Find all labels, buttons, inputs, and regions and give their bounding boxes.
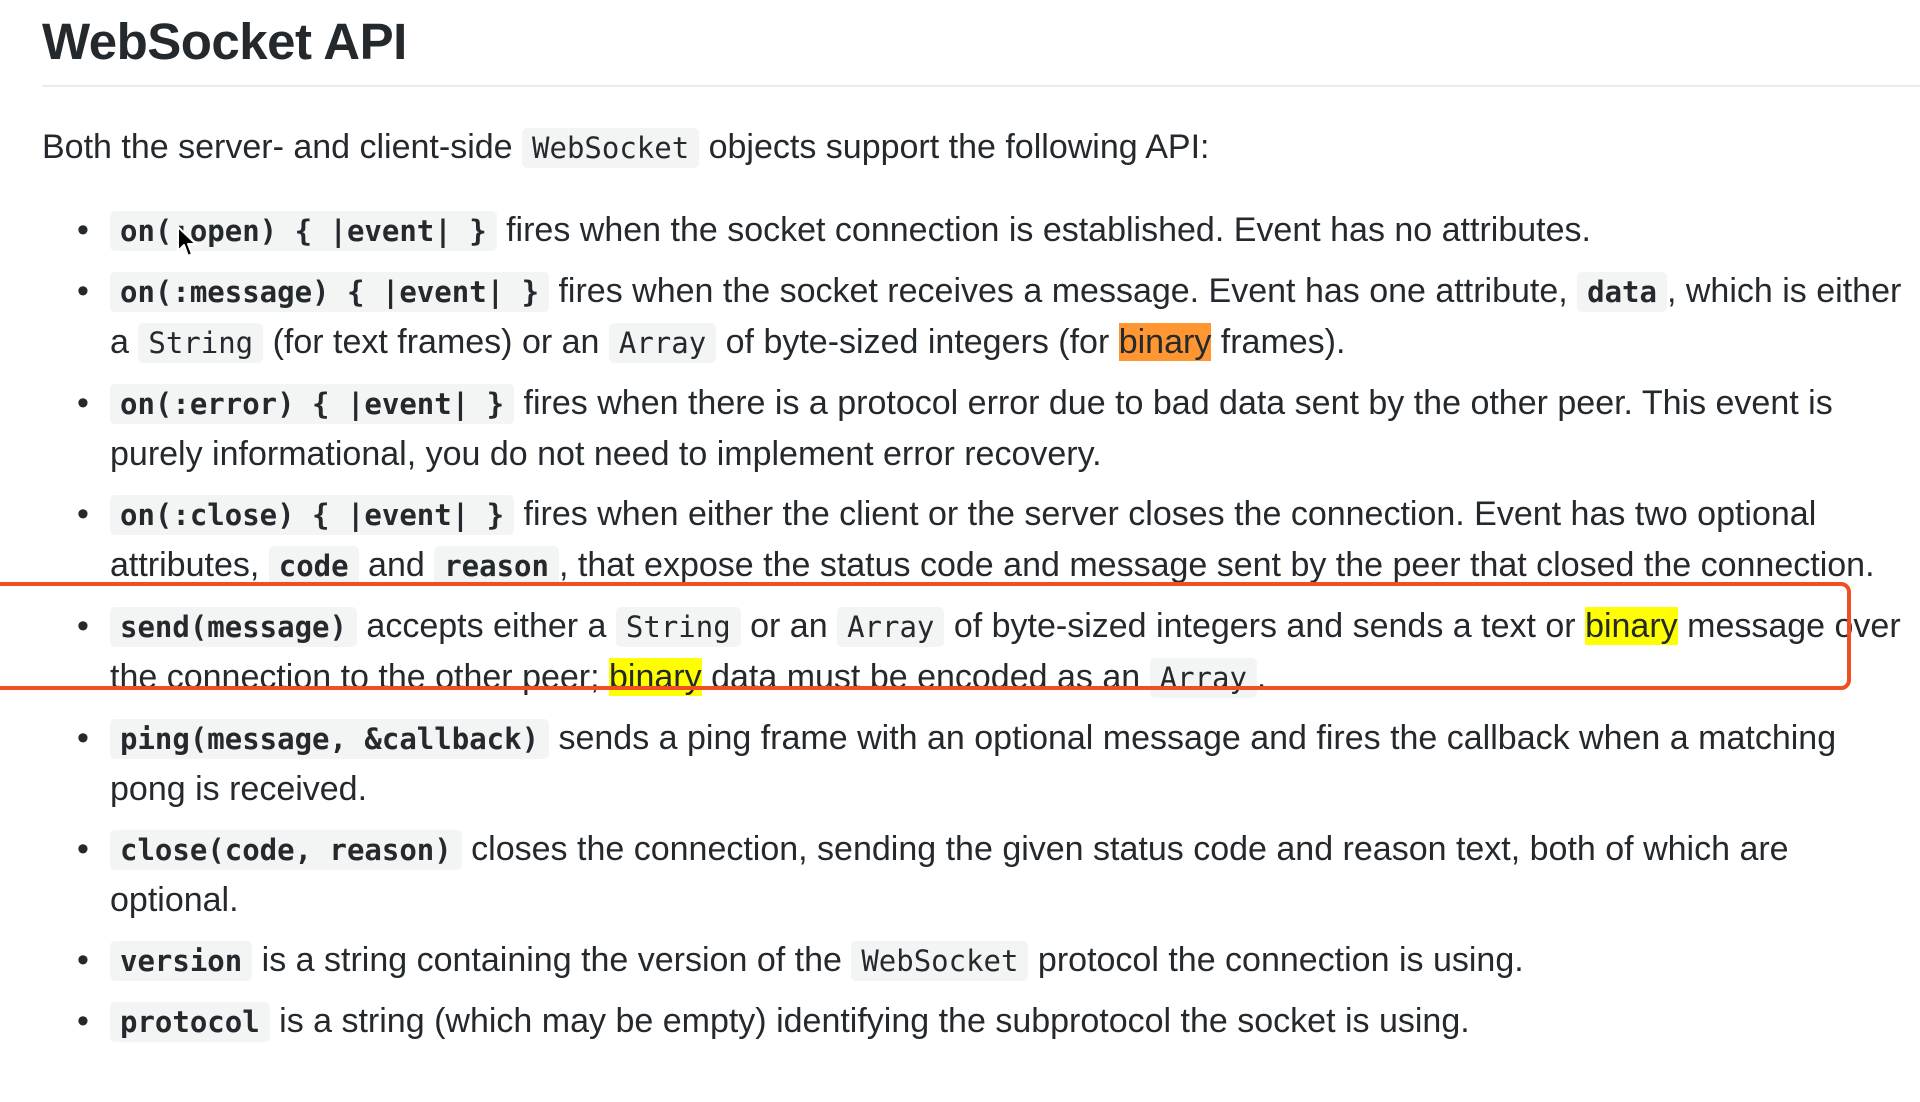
list-item-send: • send(message) accepts either a String … xyxy=(0,582,1908,703)
api-list: • on(:open) { |event| } fires when the s… xyxy=(0,205,1908,1057)
bullet-marker: • xyxy=(77,272,89,310)
item-text: , which is either a xyxy=(110,272,1902,361)
item-code: on(:open) { |event| } xyxy=(110,211,497,251)
item-code: on(:close) { |event| } xyxy=(110,495,515,535)
item-code: close(code, reason) xyxy=(110,830,462,870)
list-item-on-close: • on(:close) { |event| } fires when eith… xyxy=(77,489,1908,591)
inline-code-reason: reason xyxy=(434,546,559,586)
item-text: fires when the socket connection is esta… xyxy=(496,211,1591,249)
bullet-marker: • xyxy=(77,607,89,645)
list-item-on-open: • on(:open) { |event| } fires when the s… xyxy=(77,205,1908,256)
item-code: on(:error) { |event| } xyxy=(110,384,515,424)
list-item-ping: • ping(message, &callback) sends a ping … xyxy=(77,713,1908,814)
item-code: ping(message, &callback) xyxy=(110,719,550,759)
search-highlight-match: binary xyxy=(1585,607,1678,645)
search-highlight-current: binary xyxy=(1118,323,1212,361)
bullet-marker: • xyxy=(77,1002,89,1040)
list-item-version: • version is a string containing the ver… xyxy=(77,935,1908,986)
inline-code-string: String xyxy=(138,323,264,363)
item-text: fires when there is a protocol error due… xyxy=(110,384,1833,473)
search-highlight-match: binary xyxy=(609,658,702,696)
item-text: sends a ping frame with an optional mess… xyxy=(110,719,1837,808)
item-text: protocol the connection is using. xyxy=(1028,941,1524,979)
item-text: of byte-sized integers and sends a text … xyxy=(944,607,1586,645)
inline-code-array: Array xyxy=(1149,658,1257,698)
item-code: version xyxy=(110,941,253,981)
item-text: of byte-sized integers (for xyxy=(716,323,1119,361)
item-text: (for text frames) or an xyxy=(263,323,609,361)
bullet-marker: • xyxy=(77,830,89,868)
item-code: protocol xyxy=(110,1002,270,1042)
bullet-marker: • xyxy=(77,384,89,422)
inline-code-string: String xyxy=(615,607,741,647)
item-text: frames). xyxy=(1211,323,1346,361)
item-code: send(message) xyxy=(110,607,357,647)
item-text: fires when either the client or the serv… xyxy=(110,495,1817,584)
intro-text-before: Both the server- and client-side xyxy=(42,128,523,166)
item-text: fires when the socket receives a message… xyxy=(549,272,1578,310)
item-text: closes the connection, sending the given… xyxy=(110,830,1789,919)
inline-code-websocket: WebSocket xyxy=(851,941,1029,981)
item-text: , that expose the status code and messag… xyxy=(558,546,1875,584)
item-code: on(:message) { |event| } xyxy=(110,272,550,312)
inline-code-code: code xyxy=(268,546,359,586)
bullet-marker: • xyxy=(77,495,89,533)
inline-code-array: Array xyxy=(608,323,717,363)
intro-code-websocket: WebSocket xyxy=(522,128,700,168)
bullet-marker: • xyxy=(77,719,89,757)
page-title: WebSocket API xyxy=(42,13,407,70)
bullet-marker: • xyxy=(77,211,89,249)
mouse-pointer-icon xyxy=(177,226,197,257)
item-text: is a string containing the version of th… xyxy=(252,941,852,979)
list-item-protocol: • protocol is a string (which may be emp… xyxy=(77,996,1908,1047)
item-text: accepts either a xyxy=(356,607,616,645)
list-item-on-error: • on(:error) { |event| } fires when ther… xyxy=(77,378,1908,479)
item-text: or an xyxy=(740,607,838,645)
intro-text-after: objects support the following API: xyxy=(699,128,1210,166)
intro-paragraph: Both the server- and client-side WebSock… xyxy=(42,118,1209,177)
item-text: . xyxy=(1256,658,1267,696)
list-item-on-message: • on(:message) { |event| } fires when th… xyxy=(77,266,1908,368)
inline-code-data: data xyxy=(1577,272,1667,312)
bullet-marker: • xyxy=(77,941,89,979)
list-item-close: • close(code, reason) closes the connect… xyxy=(77,824,1908,925)
item-text: and xyxy=(358,546,435,584)
item-text: data must be encoded as an xyxy=(701,658,1150,696)
item-text: is a string (which may be empty) identif… xyxy=(269,1002,1470,1040)
inline-code-array: Array xyxy=(837,607,945,647)
title-divider xyxy=(42,85,1920,87)
